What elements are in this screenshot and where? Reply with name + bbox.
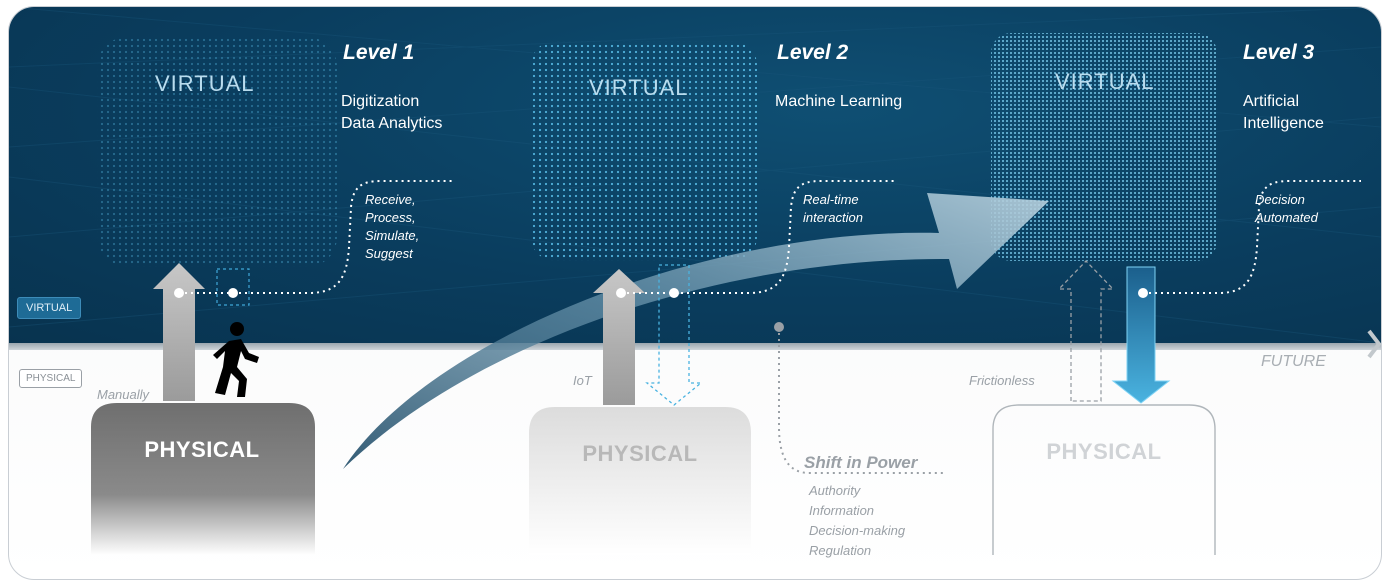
walking-person-icon (213, 322, 259, 397)
level1-physical-label: Manually (97, 387, 150, 402)
level2-note: Real-time interaction (803, 192, 863, 225)
virtual-tag: VIRTUAL (17, 297, 82, 319)
shift-item: Authority (809, 483, 861, 498)
shift-item: Decision-making (809, 523, 906, 538)
level1-description: Digitization Data Analytics (341, 93, 443, 132)
virtual-texture-3 (991, 33, 1217, 261)
shift-item: Regulation (809, 543, 872, 558)
level2-description: Machine Learning (775, 93, 903, 110)
level2-up-arrow (593, 269, 645, 405)
virtual-texture-1 (97, 37, 337, 267)
virtual-texture-2 (531, 41, 757, 261)
level1-up-arrow (153, 263, 205, 401)
level1-note: Receive, Process, Simulate, Suggest (365, 192, 420, 261)
virtual-physical-divider (9, 343, 1381, 350)
level2-title: Level 2 (777, 41, 849, 64)
physical-box-3: PHYSICAL (1046, 439, 1162, 464)
transformation-swirl-arrow (343, 193, 1049, 469)
physical-box-2-bg (529, 407, 751, 555)
diagram-graphics (9, 7, 1381, 555)
level1-title: Level 1 (343, 41, 415, 64)
level3-description: Artificial Intelligence (1243, 93, 1324, 132)
level2-down-arrow (645, 264, 703, 406)
level3-note: Decision Automated (1255, 192, 1318, 225)
future-label: FUTURE (1261, 353, 1326, 370)
physical-tag: PHYSICAL (19, 369, 83, 388)
physical-box-1-bg (91, 403, 315, 555)
level3-down-arrow (1111, 266, 1171, 404)
physical-box-1: PHYSICAL (144, 437, 260, 462)
level3-title: Level 3 (1243, 41, 1315, 64)
future-arrow-head (1367, 329, 1381, 359)
level2-physical-label: IoT (573, 373, 592, 388)
level3-physical-label: Frictionless (969, 373, 1035, 388)
virtual-label-3: VIRTUAL (1055, 69, 1155, 94)
level3-up-arrow (1057, 260, 1115, 402)
shift-in-power-title: Shift in Power (804, 453, 918, 472)
virtual-label-2: VIRTUAL (589, 75, 689, 100)
virtual-label-1: VIRTUAL (155, 71, 255, 96)
physical-box-2: PHYSICAL (582, 441, 698, 466)
physical-box-3-outline (992, 404, 1216, 555)
shift-item: Information (809, 503, 875, 518)
diagram-frame: VIRTUAL PHYSICAL VIRTUAL Level 1 Digitiz… (8, 6, 1382, 580)
